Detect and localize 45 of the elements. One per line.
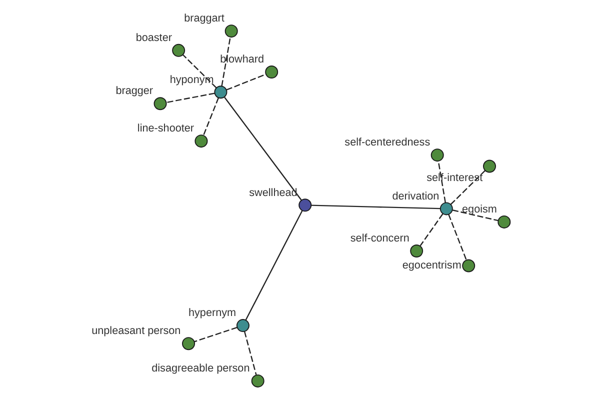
node-label: hyponym [170, 74, 214, 86]
connector [226, 74, 266, 90]
node-circle [430, 148, 444, 162]
node-circle [265, 66, 278, 79]
node-circle [172, 44, 186, 57]
node-label: braggart [184, 12, 224, 25]
connector [452, 210, 498, 222]
connector [203, 98, 220, 136]
node-label: self-concern [350, 232, 410, 245]
node-circle [462, 259, 476, 272]
node-circle [440, 202, 453, 216]
node-label: egocentrism [402, 259, 462, 272]
connector [221, 37, 231, 86]
node-circle [154, 97, 167, 110]
node-label: bragger [116, 85, 154, 98]
node-label: derivation [392, 190, 440, 202]
connector [244, 331, 257, 376]
node-circle [224, 24, 238, 38]
connector [438, 161, 446, 203]
node-label: blowhard [220, 54, 264, 66]
node-label: swellhead [249, 186, 298, 199]
connector [194, 326, 238, 342]
connector [224, 97, 302, 201]
node-circle [483, 160, 496, 173]
connector [311, 204, 440, 210]
node-label: self-centeredness [344, 136, 430, 149]
node-circle [194, 134, 208, 148]
node-label: boaster [136, 32, 172, 44]
node-label: egoism [462, 204, 497, 216]
node-circle [182, 337, 196, 350]
node-circle [498, 215, 511, 228]
node-circle [236, 319, 250, 332]
connector [448, 214, 467, 260]
connector [245, 210, 303, 320]
connector [420, 214, 444, 246]
node-circle [410, 244, 424, 258]
connector [166, 92, 215, 104]
connector [182, 54, 217, 88]
node-label: disagreeable person [152, 362, 250, 375]
node-circle [298, 198, 312, 212]
node-circle [214, 86, 228, 99]
node-circle [251, 374, 264, 388]
node-label: line-shooter [137, 122, 194, 135]
node-label: hypernym [188, 307, 236, 320]
node-label: unpleasant person [92, 325, 181, 338]
